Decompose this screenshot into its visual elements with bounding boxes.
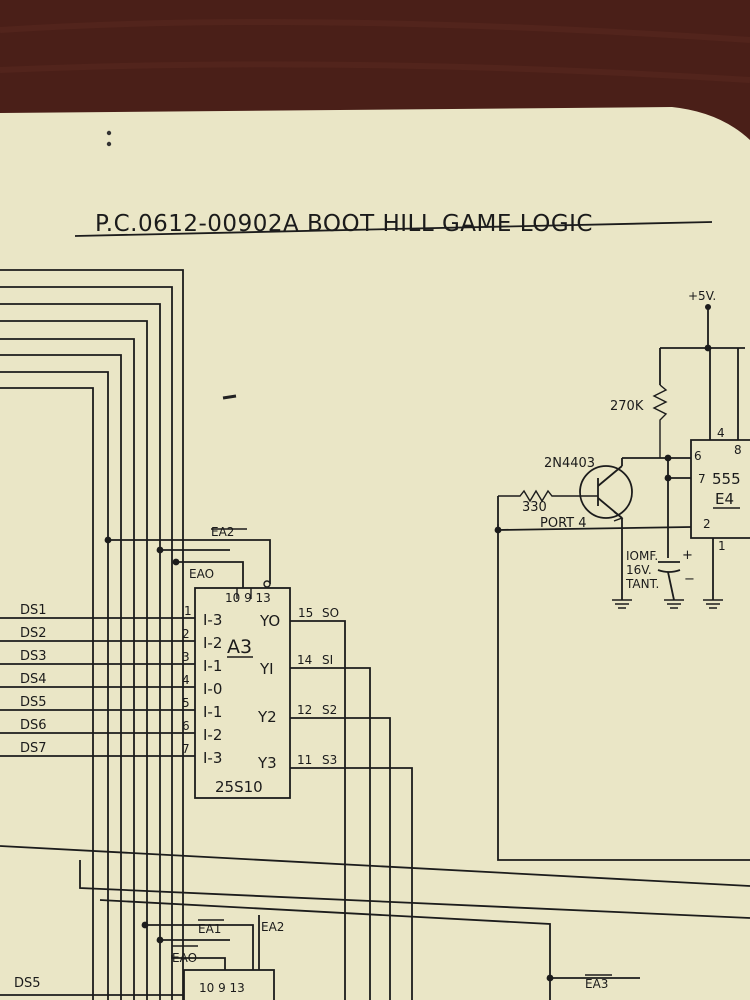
lower-net-ds5: DS5 (14, 976, 41, 991)
chip-a3-top-pins: 10 9 13 (225, 591, 271, 605)
cap-type: TANT. (625, 577, 659, 591)
lower-ea2-label: EA2 (261, 920, 284, 934)
pin-label: I-2 (203, 726, 222, 744)
paper-sheet (0, 107, 750, 1000)
pin-6-label: 6 (694, 449, 702, 463)
chip-a3-part: 25S10 (215, 778, 263, 796)
net-ds6: DS6 (20, 718, 47, 733)
chip-a3: 10 9 13 A3 25S10 DS1 DS2 DS3 DS4 DS5 DS6… (0, 580, 413, 1000)
title-underline (74, 221, 713, 237)
pin-3: 3 (182, 650, 190, 664)
net-si: SI (322, 653, 333, 667)
chip-a3-designator: A3 (227, 636, 252, 658)
lower-eao-label: EAO (172, 951, 197, 965)
pin-label: I-2 (203, 634, 222, 652)
pin-label: Y2 (257, 708, 277, 726)
cap-plus: + (682, 548, 693, 563)
cap-voltage: 16V. (626, 563, 652, 577)
bus-lines (0, 269, 184, 1000)
net-ds7: DS7 (20, 741, 47, 756)
pin-4-label: 4 (717, 426, 725, 440)
ea3-label: EA3 (585, 977, 608, 991)
pin-label: Y3 (257, 754, 277, 772)
chip-lower: EA1 EA2 EAO 10 9 13 DS5 EA3 (0, 915, 640, 1000)
document-title: P.C.0612-00902A BOOT HILL GAME LOGIC (95, 211, 593, 237)
lower-chip-body (183, 969, 275, 1000)
chip-a3-inputs: DS1 DS2 DS3 DS4 DS5 DS6 DS7 1 2 3 4 5 6 … (0, 603, 222, 767)
ea2-wire (108, 539, 271, 584)
pin-label: I-3 (203, 749, 222, 767)
resistor-270k (652, 384, 668, 458)
pin-label: I-0 (203, 680, 222, 698)
pin-5: 5 (182, 696, 190, 710)
resistor-330-label: 330 (522, 500, 547, 515)
pin-label: I-3 (203, 611, 222, 629)
port-label: PORT 4 (540, 516, 587, 531)
ea1-label: EA1 (198, 922, 221, 936)
timer-circuit: +5V. 270K 4 8 6 7 555 E4 2 1 2N4403 (494, 289, 750, 861)
net-ds1: DS1 (20, 603, 47, 618)
resistor-270k-label: 270K (610, 399, 644, 414)
lower-chip-top-pins: 10 9 13 (199, 981, 245, 995)
eao-wire (176, 561, 244, 588)
ink-speck (106, 141, 112, 147)
ink-speck (106, 130, 112, 136)
pin-label: I-1 (203, 657, 222, 675)
net-ds5: DS5 (20, 695, 47, 710)
pin-15: 15 (298, 606, 313, 620)
pin-8-label: 8 (734, 443, 742, 457)
net-ds2: DS2 (20, 626, 47, 641)
cap-minus: − (684, 572, 695, 587)
pin-7-label: 7 (698, 472, 706, 486)
net-ds4: DS4 (20, 672, 47, 687)
pin-2-label: 2 (703, 517, 711, 531)
pin-label: I-1 (203, 703, 222, 721)
timer-designator: E4 (715, 490, 734, 508)
pin-14: 14 (297, 653, 312, 667)
pin-label: YO (259, 612, 280, 630)
ea2-label: EA2 (211, 525, 234, 539)
pin-6: 6 (182, 719, 190, 733)
pin-1: 1 (184, 604, 192, 618)
pin-1-label: 1 (718, 539, 726, 553)
supply-label: +5V. (688, 289, 716, 303)
chip-a3-body (194, 587, 291, 799)
pin-4: 4 (182, 673, 190, 687)
chip-a3-outputs: YO YI Y2 Y3 15 SO 14 SI 12 S2 11 S3 (257, 606, 413, 1000)
ink-smudge (222, 394, 237, 400)
net-so: SO (322, 606, 339, 620)
pin-label: YI (259, 660, 274, 678)
eao-label: EAO (189, 567, 214, 581)
timer-part-label: 555 (712, 470, 741, 488)
net-ds3: DS3 (20, 649, 47, 664)
pin-2: 2 (182, 627, 190, 641)
pin-11: 11 (297, 753, 312, 767)
junction-dot (104, 536, 112, 544)
pin-12: 12 (297, 703, 312, 717)
transistor-2n4403 (579, 465, 633, 519)
transistor-label: 2N4403 (544, 456, 595, 471)
pin-7: 7 (182, 742, 190, 756)
net-s2: S2 (322, 703, 337, 717)
net-s3: S3 (322, 753, 337, 767)
junction-dot (172, 558, 180, 566)
timer-e4-body (690, 439, 750, 539)
cap-value: IOMF. (626, 549, 658, 563)
